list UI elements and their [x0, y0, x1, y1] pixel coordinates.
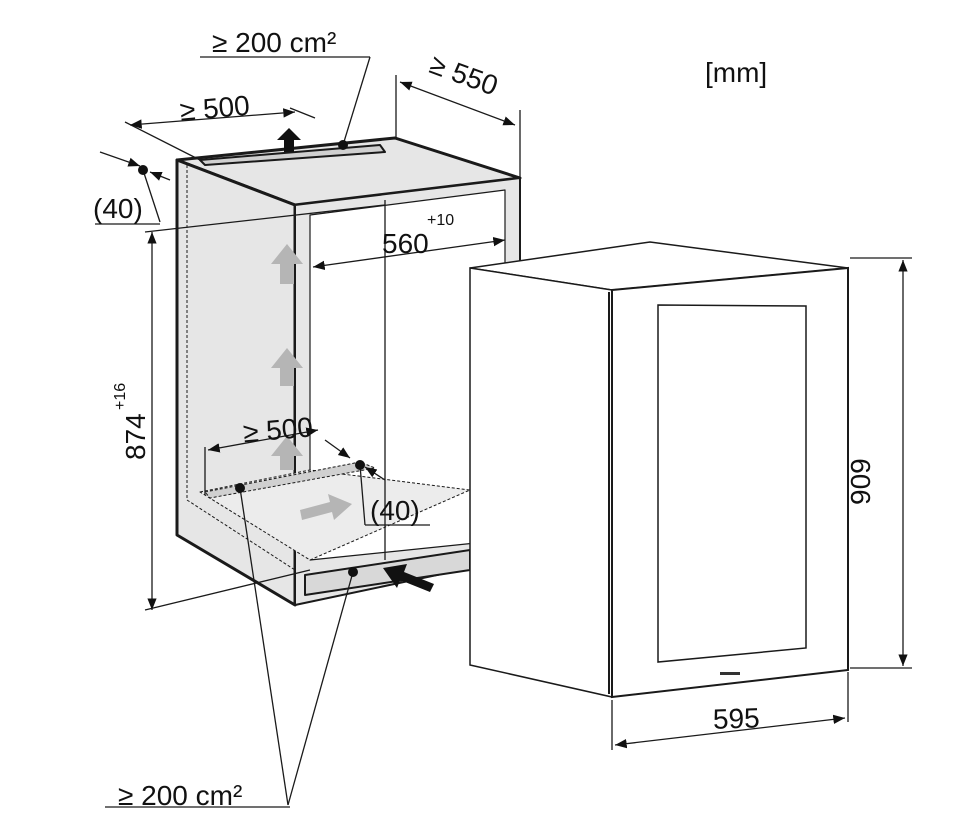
door-window [657, 304, 807, 663]
niche-cabinet [175, 136, 522, 607]
exhaust-up-arrow [277, 128, 301, 152]
airflow-up-arrow [271, 348, 303, 386]
top-vent-area-label: ≥ 200 cm² [212, 27, 336, 58]
airflow-arrows [271, 244, 352, 520]
top-width-min-label: ≥ 500 [179, 90, 251, 127]
top-gap-label: (40) [93, 193, 143, 224]
bottom-width-min-label: ≥ 500 [242, 411, 314, 448]
leader-dots [138, 140, 365, 577]
dimension-lines [95, 56, 912, 808]
floor-vent-slot [204, 461, 376, 499]
depth-min-label: ≥ 550 [426, 48, 502, 101]
bottom-vent-area-label: ≥ 200 cm² [118, 780, 242, 811]
niche-width-label: 560 [382, 228, 429, 259]
niche-width-tolerance: +10 [427, 212, 454, 229]
appliance-width-label: 595 [712, 702, 760, 735]
appliance-height-label: 909 [845, 458, 876, 505]
appliance-side [469, 267, 613, 698]
airflow-in-arrow [300, 494, 352, 520]
airflow-up-arrow [271, 436, 303, 470]
bottom-gap-label: (40) [370, 495, 420, 526]
intake-arrow [383, 564, 434, 592]
airflow-up-arrow [271, 244, 303, 284]
wine-cooler-appliance [469, 241, 849, 699]
unit-label: [mm] [705, 57, 767, 88]
niche-height-tolerance: +16 [112, 383, 129, 410]
niche-height-label: 874 [120, 413, 151, 460]
top-vent-slot [199, 144, 386, 166]
